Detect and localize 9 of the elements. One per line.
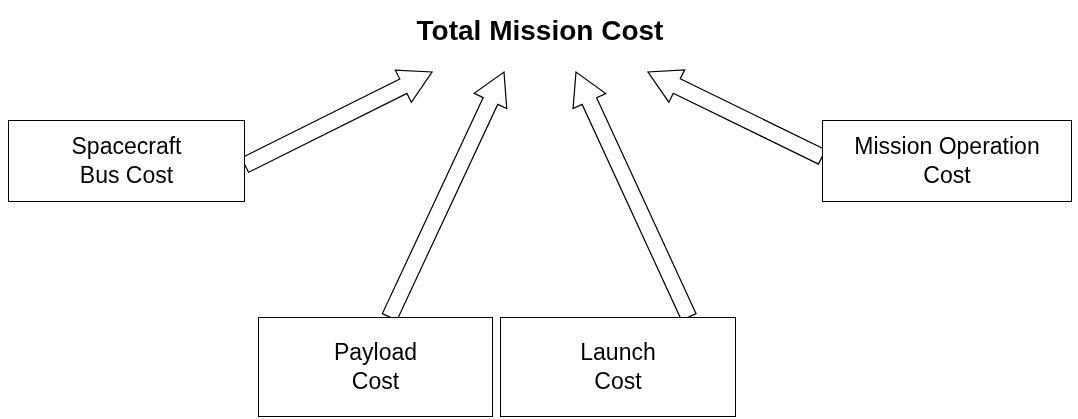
box-label: Spacecraft Bus Cost xyxy=(70,132,183,190)
box-label: Mission Operation Cost xyxy=(853,132,1041,190)
cost-box xyxy=(822,120,1072,202)
cost-box xyxy=(500,317,736,417)
cost-box xyxy=(8,120,245,202)
title-text: Total Mission Cost xyxy=(416,14,664,48)
box-label: Launch Cost xyxy=(579,338,657,396)
box-label: Payload Cost xyxy=(332,338,419,396)
cost-box xyxy=(258,317,493,417)
